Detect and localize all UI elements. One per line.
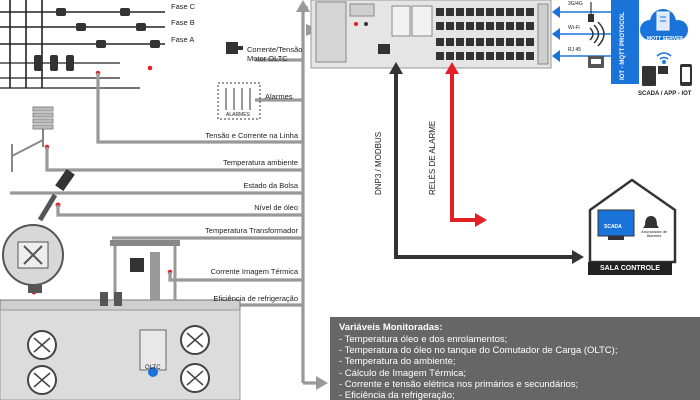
wifi-icon: [656, 52, 672, 64]
transformer: [0, 168, 241, 400]
monitored-variables-title: Variáveis Monitoradas:: [339, 322, 443, 333]
monitored-item: - Cálculo de Imagem Térmica;: [339, 367, 467, 379]
monitored-item: - Temperatura do ambiente;: [339, 356, 456, 368]
oltc-motor-icon: [226, 42, 243, 54]
mqtt-server-label: MQTT SERVER: [647, 36, 684, 42]
alarm-arrow-up: [445, 62, 459, 74]
scada-app-iot-label: SCADA / APP - IOT: [638, 91, 692, 97]
phase-b-label: Fase B: [171, 18, 195, 27]
comm-arrows: [552, 6, 560, 62]
phase-c-label: Fase C: [171, 2, 196, 11]
control-room-title: SALA CONTROLE: [588, 262, 672, 275]
power-lines: [0, 0, 165, 89]
transformer-temp-label: Temperatura Transformador: [205, 226, 298, 235]
thermal-image-current-label: Corrente Imagem Térmica: [210, 267, 298, 276]
alarm-relays-label: RELÉS DE ALARME: [428, 120, 437, 195]
sensor-bus: [10, 6, 320, 385]
monitored-variables-box: Variáveis Monitoradas: - Temperatura óle…: [330, 317, 700, 400]
comm-icons: [588, 2, 605, 68]
dnp3-arrow-up: [389, 62, 403, 74]
wall-bracket: [11, 139, 44, 172]
control-room-house: [588, 178, 677, 264]
alarm-panel: [217, 82, 261, 120]
alarms-label: Alarmes: [265, 92, 293, 101]
line-voltage-current-label: Tensão e Corrente na Linha: [205, 131, 298, 140]
oltc-motor-label: Corrente/Tensão Motor OLTC: [247, 45, 303, 63]
oltc-tag: OLTC: [145, 365, 161, 371]
alarm-link: [450, 70, 475, 222]
monitored-item: - Temperatura do óleo no tanque do Comut…: [339, 345, 618, 357]
alarms-tag: ALARMES: [226, 112, 250, 118]
monitored-item: - Corrente e tensão elétrica nos primári…: [339, 378, 579, 390]
iot-protocol-bar: [611, 0, 639, 84]
monitored-item: - Temperatura óleo e dos enrolamentos;: [339, 334, 508, 345]
mqtt-cloud: [640, 9, 688, 40]
scada-devices: [642, 64, 692, 86]
scada-screen-label: SCADA: [604, 224, 622, 230]
band-3g4g-label: 3G/4G: [568, 1, 583, 7]
monitored-variables-list: - Temperatura óleo e dos enrolamentos; -…: [330, 334, 700, 400]
comm-lines: [558, 11, 611, 57]
monitoring-device: [310, 0, 552, 69]
oil-level-label: Nível de óleo: [254, 203, 298, 212]
dnp3-link: [394, 70, 573, 259]
monitored-item: - Eficiência da refrigeração;: [339, 390, 455, 400]
rj45-label: RJ 45: [568, 47, 582, 53]
dnp3-arrow: [572, 250, 584, 264]
ambient-temp-label: Temperatura ambiente: [222, 158, 298, 167]
wifi-label: Wi-Fi: [568, 25, 580, 31]
iot-protocol-label: IOT - MQTT PROTOCOL: [620, 12, 626, 80]
cooling-efficiency-label: Eficiência de refrigeração: [213, 294, 298, 303]
current-transformers: [34, 8, 160, 71]
ambient-sensor: [32, 106, 54, 147]
annunciator-label: Anunciador de Alarmes: [641, 229, 667, 238]
bag-state-label: Estado da Bolsa: [243, 181, 298, 190]
phase-a-label: Fase A: [171, 35, 195, 44]
dnp3-modbus-label: DNP3 / MODBUS: [374, 131, 383, 195]
alarm-arrow: [475, 213, 487, 227]
